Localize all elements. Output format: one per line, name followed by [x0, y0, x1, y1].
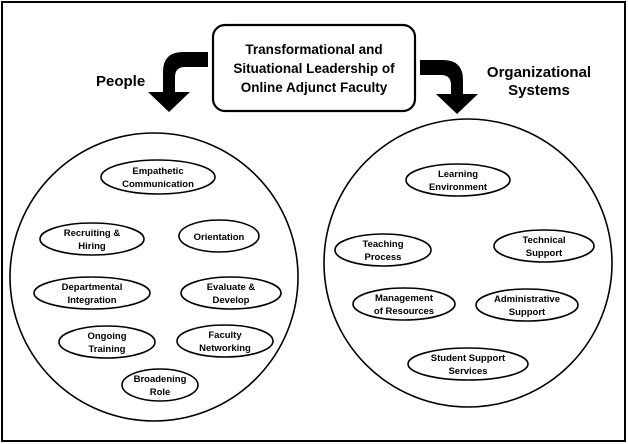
node-label-line: Communication — [122, 179, 194, 190]
node-technical-support: Technical Support — [493, 229, 595, 263]
people-heading: People — [96, 73, 145, 90]
node-label-line: Process — [365, 252, 402, 263]
title-line-2: Situational Leadership of — [233, 61, 395, 76]
node-ellipse — [493, 229, 595, 263]
node-label-line: Technical — [522, 235, 565, 246]
node-label-line: Networking — [199, 343, 251, 354]
node-label-line: Management — [375, 293, 434, 304]
node-label-line: Integration — [67, 295, 116, 306]
systems-heading-line-2: Systems — [508, 82, 570, 99]
node-ellipse — [334, 233, 432, 267]
node-label-line: Ongoing — [87, 331, 126, 342]
node-orientation: Orientation — [178, 219, 260, 253]
node-ellipse — [407, 347, 529, 381]
systems-circle — [323, 118, 613, 408]
node-management-of-resources: Management of Resources — [352, 287, 456, 321]
node-label-line: Evaluate & — [207, 282, 256, 293]
arrow-to-systems — [420, 60, 478, 114]
title-box — [211, 23, 417, 113]
node-label-line: Support — [526, 248, 563, 259]
node-label-line: Departmental — [62, 282, 123, 293]
node-label-line: Role — [150, 387, 171, 398]
node-ellipse — [352, 287, 456, 321]
node-administrative-support: Administrative Support — [475, 288, 579, 322]
node-ellipse — [121, 368, 199, 402]
node-empathetic-communication: Empathetic Communication — [100, 159, 216, 195]
node-ellipse — [100, 159, 216, 195]
node-label-line: Faculty — [208, 330, 242, 341]
node-label-line: Administrative — [494, 294, 560, 305]
title-line-1: Transformational and — [245, 42, 382, 57]
node-learning-environment: Learning Environment — [405, 163, 511, 197]
node-ellipse — [39, 222, 145, 256]
node-ellipse — [475, 288, 579, 322]
node-ellipse — [58, 325, 156, 359]
node-ellipse — [405, 163, 511, 197]
node-ellipse — [33, 276, 151, 310]
node-label-line: Training — [89, 344, 126, 355]
node-ongoing-training: Ongoing Training — [58, 325, 156, 359]
node-label-line: Support — [509, 307, 546, 318]
arrow-to-people — [148, 52, 208, 112]
node-label-line: Broadening — [134, 374, 187, 385]
node-label-line: Learning — [438, 169, 478, 180]
node-label-line: Develop — [213, 295, 250, 306]
node-student-support-services: Student Support Services — [407, 347, 529, 381]
node-faculty-networking: Faculty Networking — [176, 324, 274, 358]
node-label-line: Recruiting & — [64, 228, 121, 239]
node-label-line: Hiring — [78, 241, 106, 252]
node-teaching-process: Teaching Process — [334, 233, 432, 267]
node-label-line: Services — [448, 366, 487, 377]
title-line-3: Online Adjunct Faculty — [241, 80, 388, 95]
node-label-line: Empathetic — [132, 166, 183, 177]
node-label-line: Teaching — [363, 239, 404, 250]
node-label-line: Orientation — [194, 232, 245, 243]
people-circle — [9, 132, 299, 422]
node-broadening-role: Broadening Role — [121, 368, 199, 402]
node-label-line: of Resources — [374, 306, 434, 317]
node-label-line: Environment — [429, 182, 488, 193]
node-label-line: Student Support — [431, 353, 506, 364]
node-departmental-integration: Departmental Integration — [33, 276, 151, 310]
node-ellipse — [176, 324, 274, 358]
node-ellipse — [180, 276, 282, 310]
systems-heading-line-1: Organizational — [487, 64, 591, 81]
node-ellipse — [178, 219, 260, 253]
node-recruiting-hiring: Recruiting & Hiring — [39, 222, 145, 256]
node-evaluate-develop: Evaluate & Develop — [180, 276, 282, 310]
